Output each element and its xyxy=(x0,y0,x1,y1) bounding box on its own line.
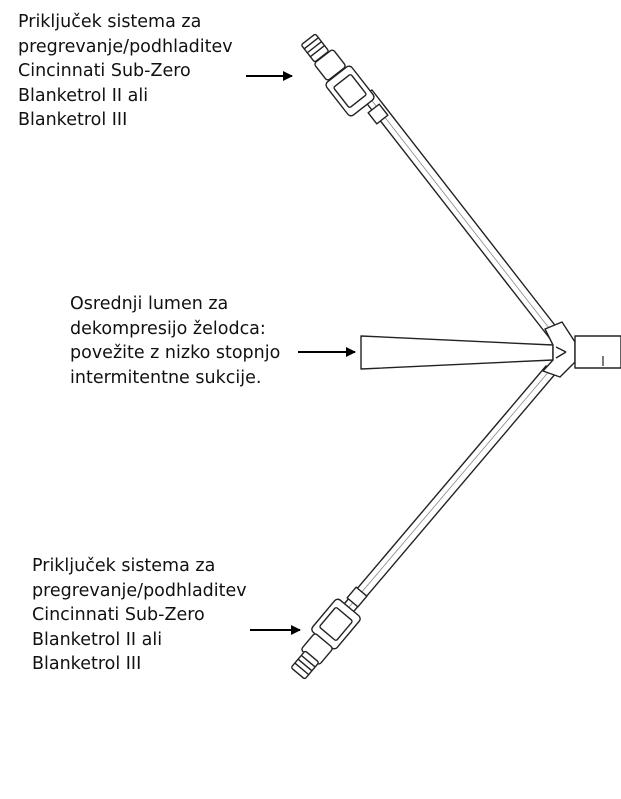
bottom-connector-fitting xyxy=(291,586,368,680)
top-connector-label: Priključek sistema za pregrevanje/podhla… xyxy=(18,12,233,130)
bottom-tube xyxy=(338,365,557,618)
central-lumen-funnel xyxy=(360,335,554,370)
top-connector-fitting xyxy=(301,33,389,125)
top-tube xyxy=(360,89,562,341)
central-lumen-label: Osrednji lumen za dekompresijo želodca: … xyxy=(70,294,281,388)
main-catheter-shaft xyxy=(574,335,621,369)
bottom-connector-label: Priključek sistema za pregrevanje/podhla… xyxy=(32,556,247,674)
y-hub-junction xyxy=(542,321,576,378)
